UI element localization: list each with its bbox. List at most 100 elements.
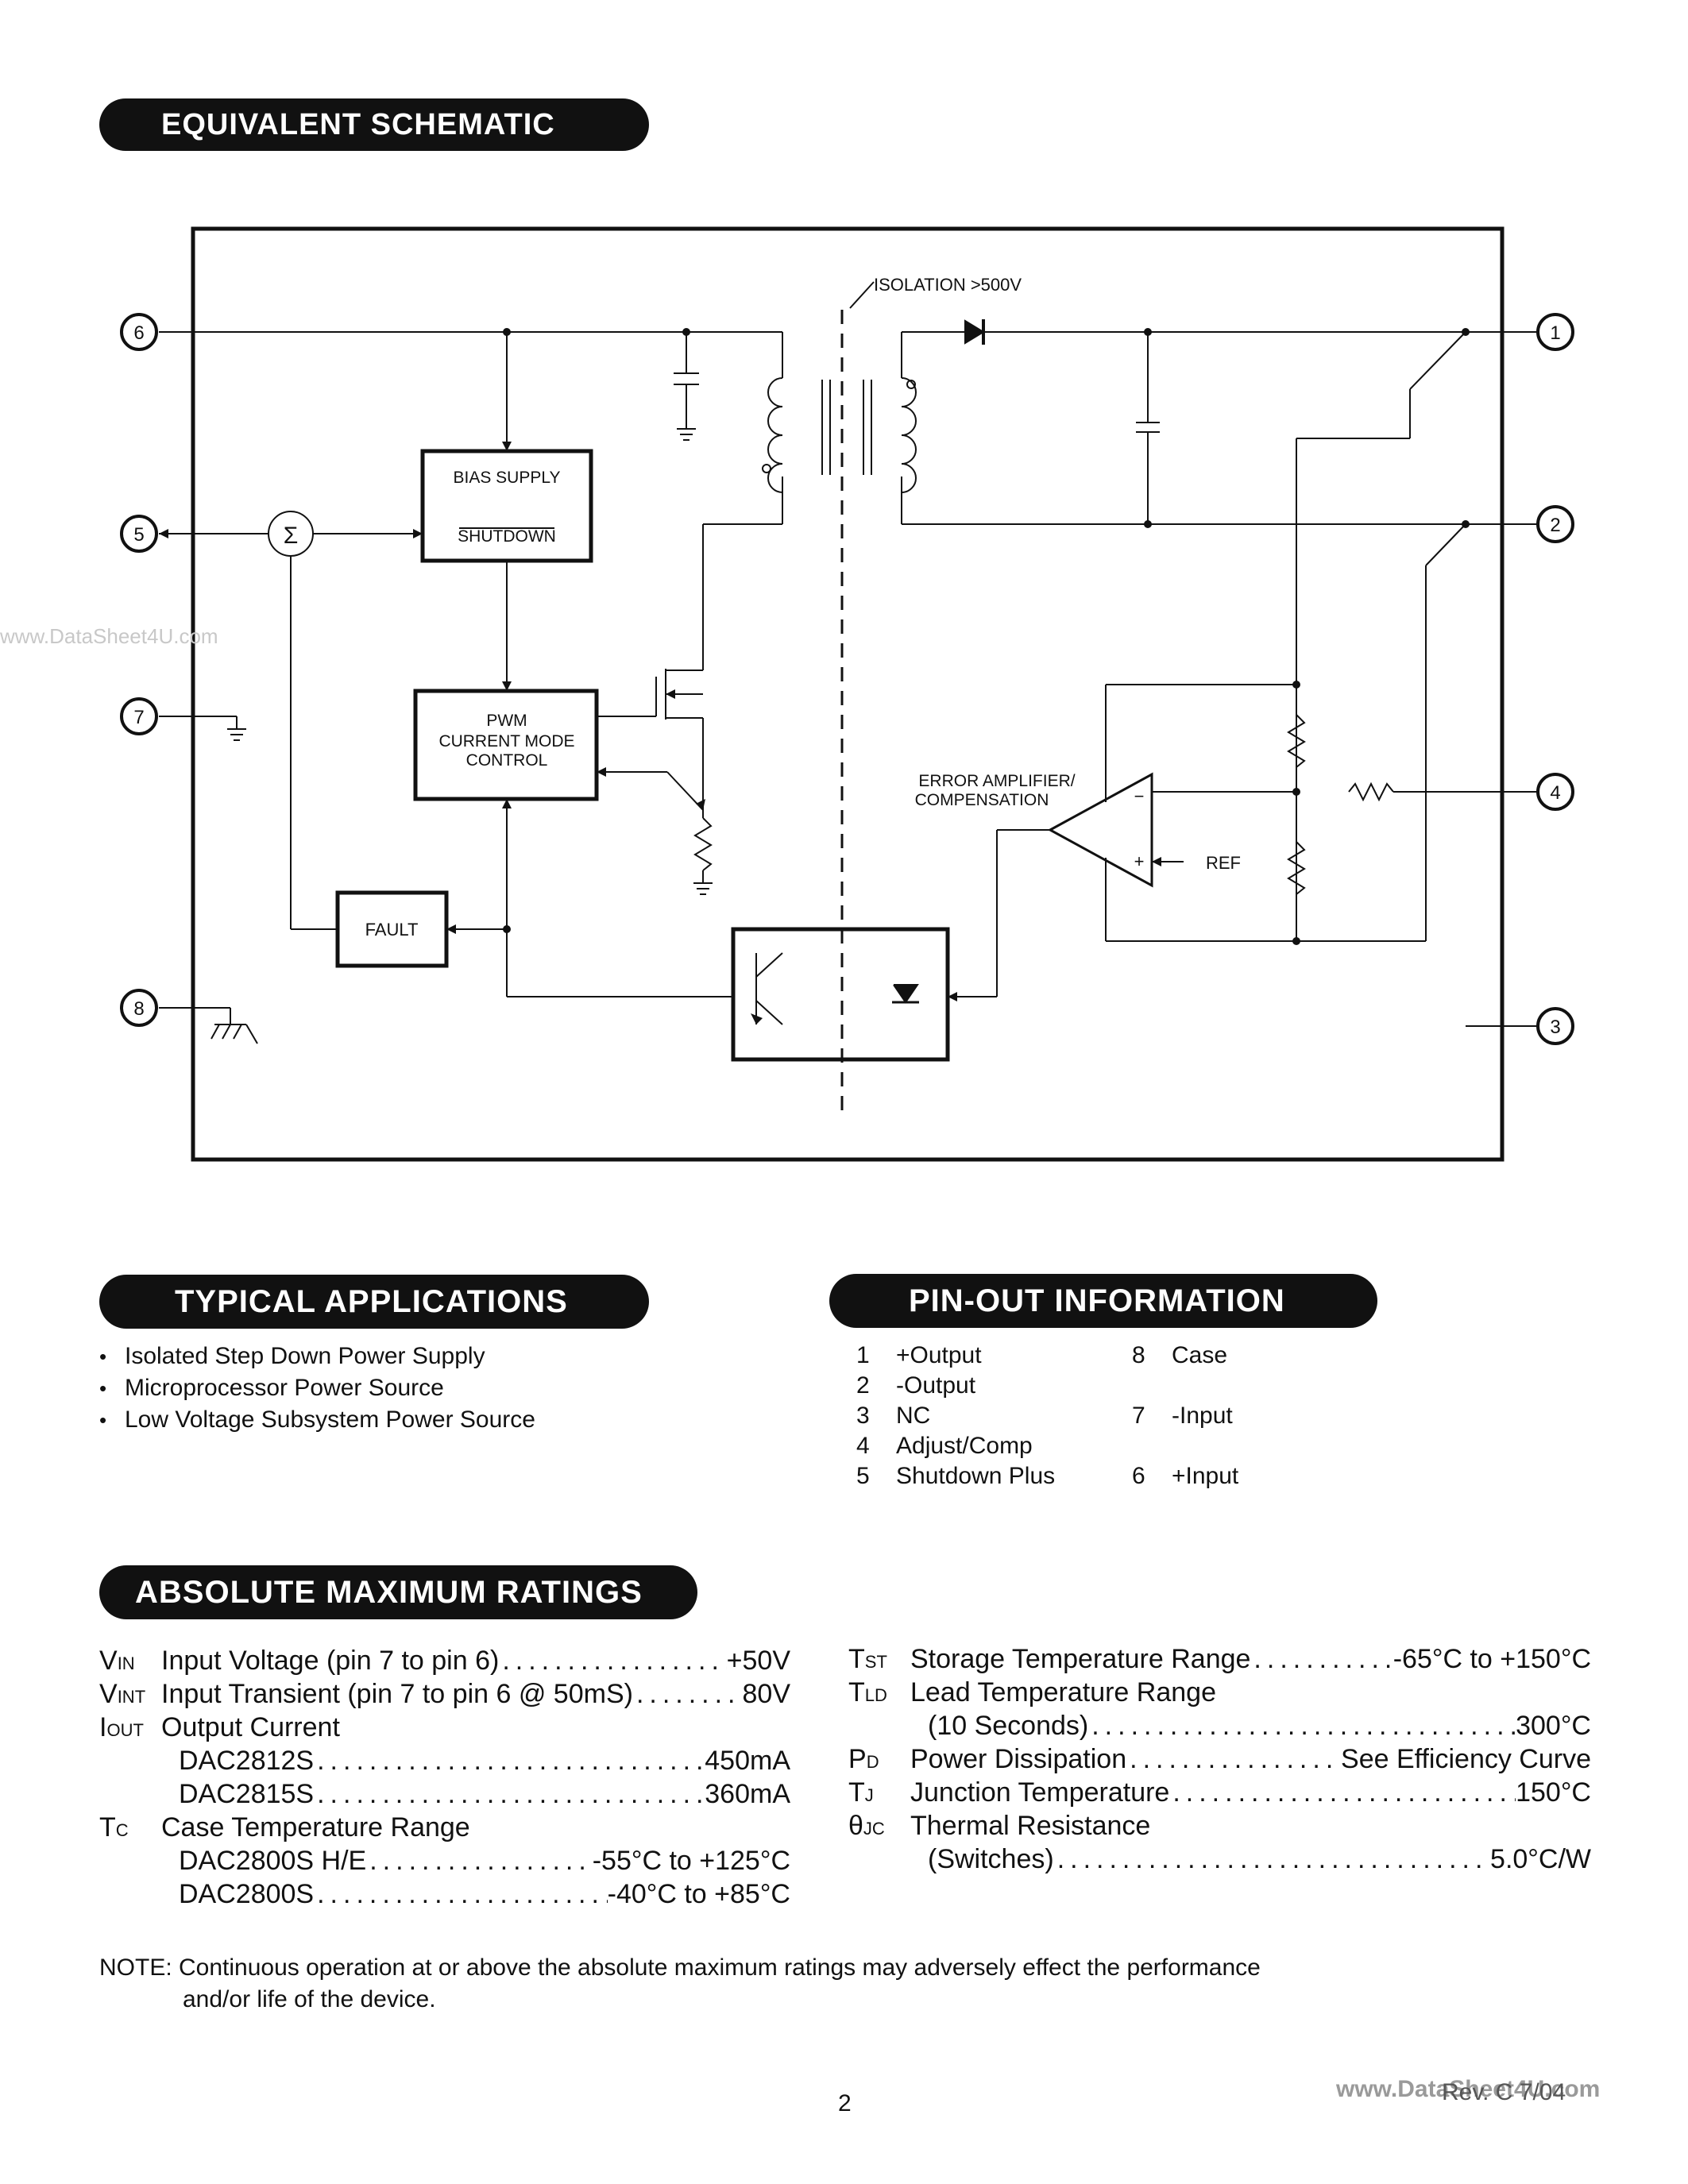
symbol-main: T	[848, 1677, 865, 1707]
isolation-leader	[849, 281, 875, 309]
leader-dots: .....................................	[1253, 1644, 1393, 1674]
rating-symbol: θJC	[848, 1809, 910, 1843]
pin-name: Shutdown Plus	[896, 1463, 1056, 1489]
rating-symbol-spacer	[848, 1709, 910, 1742]
pin-name: +Output	[896, 1342, 982, 1368]
ref-label: REF	[1206, 853, 1241, 873]
pin-name: -Input	[1172, 1403, 1233, 1429]
symbol-sub: ST	[864, 1652, 887, 1672]
rating-row: VIN Input Voltage (pin 7 to pin 6) .....…	[99, 1644, 790, 1677]
watermark-left: www.DataSheet4U.com	[0, 624, 218, 648]
rating-row: (Switches) .............................…	[848, 1843, 1591, 1876]
leader-dots: .....................................	[635, 1679, 743, 1709]
list-item: Microprocessor Power Source	[99, 1372, 535, 1404]
rating-symbol: IOUT	[99, 1711, 161, 1744]
rating-row: θJC Thermal Resistance	[848, 1809, 1591, 1843]
current-mode-label: CURRENT MODE	[438, 732, 574, 751]
typical-applications-header: TYPICAL APPLICATIONS	[99, 1275, 649, 1329]
pin-row: 1 +Output	[856, 1341, 1055, 1371]
symbol-sub: D	[866, 1752, 879, 1772]
rating-value: -40°C to +85°C	[607, 1879, 790, 1909]
symbol-sub: LD	[864, 1685, 887, 1705]
pin-number: 8	[1132, 1342, 1145, 1368]
list-item: Low Voltage Subsystem Power Source	[99, 1404, 535, 1436]
rating-description: Storage Temperature Range	[910, 1644, 1251, 1674]
symbol-main: T	[848, 1644, 865, 1674]
rating-description: Thermal Resistance	[910, 1811, 1151, 1841]
symbol-main: V	[99, 1679, 118, 1709]
isolation-label: ISOLATION >500V	[874, 275, 1022, 295]
symbol-main: θ	[848, 1811, 863, 1841]
symbol-sub: IN	[117, 1653, 135, 1673]
header-text: PIN-OUT INFORMATION	[909, 1283, 1285, 1318]
pin-8-label: 8	[133, 998, 144, 1020]
pin-row: 2-Output	[856, 1371, 1055, 1401]
rating-row: DAC2800S H/E ...........................…	[99, 1844, 790, 1877]
revision-label: Rev. C 7/04	[1442, 2079, 1566, 2105]
rating-description: Junction Temperature	[910, 1777, 1170, 1808]
rating-row: PD Power Dissipation ...................…	[848, 1742, 1591, 1776]
symbol-sub: JC	[863, 1819, 885, 1839]
pin-number: 3	[856, 1403, 870, 1429]
symbol-sub: OUT	[106, 1720, 144, 1740]
typical-applications-list: Isolated Step Down Power Supply Micropro…	[99, 1341, 535, 1436]
rating-value: 360mA	[705, 1779, 790, 1809]
pin-row: 5 Shutdown Plus	[856, 1461, 1055, 1491]
rating-row: DAC2800S ...............................…	[99, 1877, 790, 1911]
rating-value: 150°C	[1516, 1777, 1591, 1808]
pin-number: 1	[856, 1342, 870, 1368]
pin-1-label: 1	[1550, 322, 1560, 344]
symbol-sub: INT	[117, 1687, 146, 1707]
leader-dots: .....................................	[1172, 1777, 1516, 1808]
equivalent-schematic-header: EQUIVALENT SCHEMATIC	[99, 98, 649, 151]
symbol-sub: C	[115, 1820, 129, 1840]
rating-value: 5.0°C/W	[1490, 1844, 1591, 1874]
pin-row-spacer	[1132, 1431, 1238, 1461]
rating-symbol-spacer	[99, 1744, 161, 1777]
rating-symbol: TJ	[848, 1776, 910, 1809]
ratings-note: NOTE: Continuous operation at or above t…	[99, 1952, 1261, 2016]
page-number: 2	[838, 2090, 852, 2116]
pin-number: 7	[1132, 1403, 1145, 1429]
header-text: ABSOLUTE MAXIMUM RATINGS	[135, 1574, 643, 1610]
fault-label: FAULT	[365, 920, 419, 940]
rating-description: DAC2800S H/E	[179, 1846, 367, 1876]
pinout-information-header: PIN-OUT INFORMATION	[829, 1274, 1377, 1328]
amp-inverting-input: −	[1134, 786, 1145, 806]
rating-description: Output Current	[161, 1712, 340, 1742]
rating-symbol: TLD	[848, 1676, 910, 1709]
pin-number: 5	[856, 1463, 870, 1489]
rating-symbol: PD	[848, 1742, 910, 1776]
header-text: EQUIVALENT SCHEMATIC	[161, 107, 555, 141]
pin-3-label: 3	[1550, 1017, 1560, 1038]
compensation-label: COMPENSATION	[915, 791, 1049, 809]
rating-symbol-spacer	[99, 1844, 161, 1877]
rating-description: Input Voltage (pin 7 to pin 6)	[161, 1646, 500, 1676]
leader-dots: .....................................	[317, 1746, 705, 1776]
symbol-main: V	[99, 1646, 118, 1676]
rating-description: (Switches)	[928, 1844, 1054, 1874]
rating-value: +50V	[726, 1646, 790, 1676]
bias-supply-label: BIAS SUPPLY	[453, 469, 560, 487]
schematic-frame	[191, 226, 1505, 1162]
ratings-right-column: TST Storage Temperature Range ..........…	[848, 1642, 1591, 1876]
pin-row: 6+Input	[1132, 1461, 1238, 1491]
symbol-main: T	[848, 1777, 865, 1808]
rating-value: -65°C to +150°C	[1393, 1644, 1591, 1674]
rating-row: TLD Lead Temperature Range	[848, 1676, 1591, 1709]
rating-description: (10 Seconds)	[928, 1711, 1089, 1741]
rating-description: DAC2800S	[179, 1879, 315, 1909]
equivalent-schematic-diagram: 6 5 7 8 1 2 3 4 ISOLATION >500V BIAS SUP…	[120, 226, 1574, 1162]
rating-symbol: TST	[848, 1642, 910, 1676]
symbol-main: P	[848, 1744, 867, 1774]
pin-name: +Input	[1172, 1463, 1239, 1489]
rating-description: Input Transient (pin 7 to pin 6 @ 50mS)	[161, 1679, 633, 1709]
leader-dots: .....................................	[317, 1879, 608, 1909]
control-label: CONTROL	[466, 751, 548, 770]
watermark-right: www.DataSheet4U.com	[1336, 2076, 1601, 2102]
leader-dots: .....................................	[1130, 1744, 1341, 1774]
rating-row: VINT Input Transient (pin 7 to pin 6 @ 5…	[99, 1677, 790, 1711]
ratings-left-column: VIN Input Voltage (pin 7 to pin 6) .....…	[99, 1644, 790, 1911]
